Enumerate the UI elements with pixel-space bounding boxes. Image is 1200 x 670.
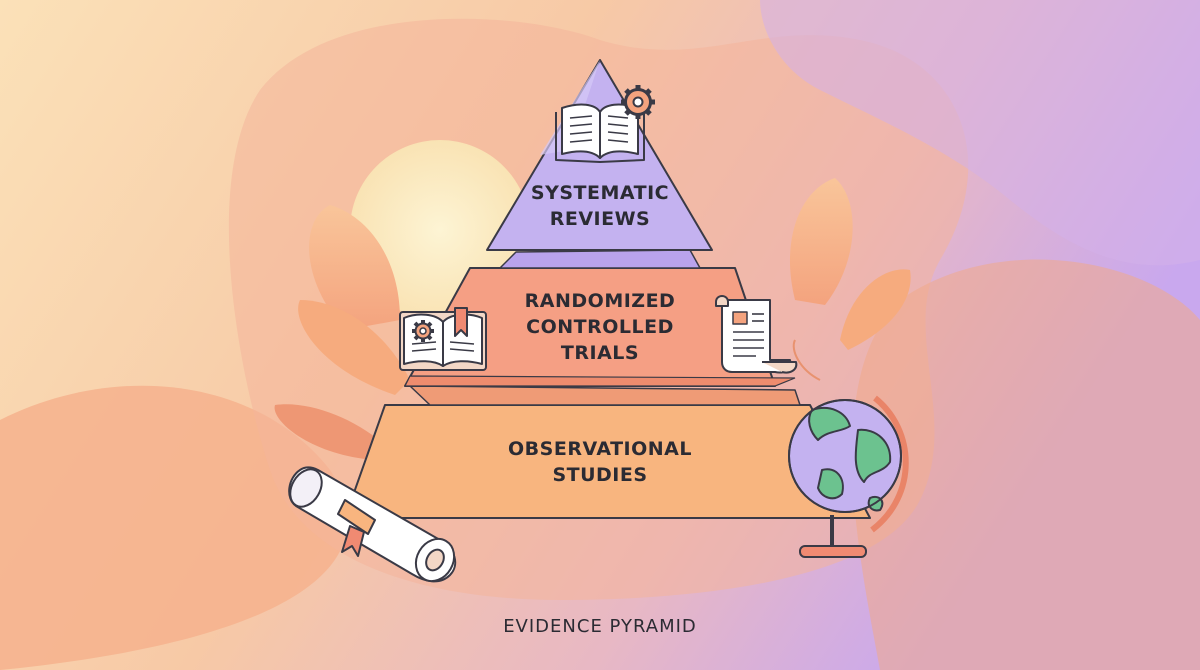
gear-icon	[412, 320, 434, 342]
tier-3-ledge	[409, 385, 801, 406]
tier-observational-studies: OBSERVATIONAL STUDIES	[344, 385, 871, 519]
gear-icon	[621, 85, 655, 119]
book-bookmark-gear-icon	[399, 307, 487, 371]
diagram-caption: EVIDENCE PYRAMID	[503, 616, 697, 637]
globe-icon	[788, 395, 909, 558]
tier-1-label-line-1: SYSTEMATIC	[531, 182, 669, 204]
tier-randomized-controlled-trials: RANDOMIZED CONTROLLED TRIALS	[404, 249, 796, 387]
tier-2-label-line-1: RANDOMIZED	[525, 290, 676, 312]
rolled-diploma-icon	[288, 466, 457, 583]
tier-2-label-line-3: TRIALS	[561, 342, 639, 364]
open-book-gear-icon	[555, 85, 655, 163]
tier-1-label-line-2: REVIEWS	[550, 208, 651, 230]
scroll-document-icon	[715, 295, 798, 374]
tier-3-label-line-1: OBSERVATIONAL	[508, 438, 692, 460]
tier-2-ledge	[499, 249, 701, 269]
leaf-plant-icon	[274, 178, 911, 460]
tier-3-label-line-2: STUDIES	[552, 464, 647, 486]
tier-2-label-line-2: CONTROLLED	[526, 316, 674, 338]
